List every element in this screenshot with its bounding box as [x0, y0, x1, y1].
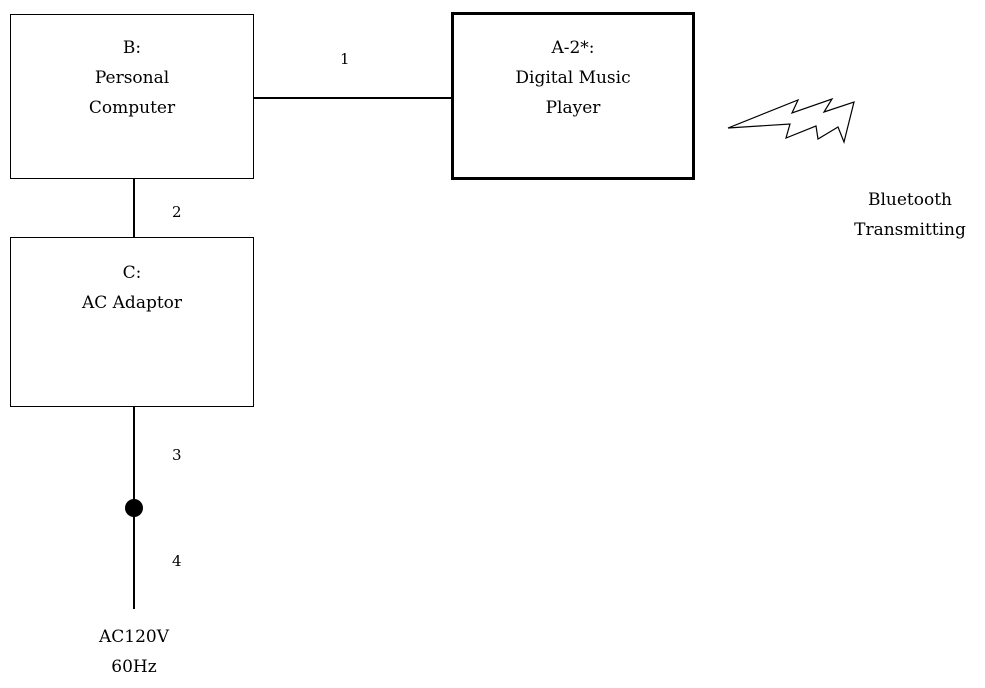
- personal-computer-box: B: Personal Computer: [10, 14, 254, 179]
- cable-1-line: [254, 97, 451, 99]
- digital-music-player-box: A-2*: Digital Music Player: [451, 12, 695, 180]
- cable-1-label: 1: [340, 50, 350, 68]
- cable-2-label: 2: [172, 203, 182, 221]
- mains-frequency: 60Hz: [111, 657, 157, 677]
- bluetooth-line2: Transmitting: [854, 220, 966, 240]
- device-b-name-line1: Personal: [94, 68, 170, 88]
- device-c-name: AC Adaptor: [81, 293, 183, 313]
- device-a2-name-line2: Player: [545, 98, 601, 118]
- cable-3-line: [133, 407, 135, 507]
- cable-2-line: [133, 179, 135, 237]
- cable-3-label: 3: [172, 446, 182, 464]
- lightning-bolt-icon: [727, 97, 855, 144]
- device-c-id: C:: [122, 263, 142, 283]
- cable-4-line: [133, 507, 135, 609]
- bluetooth-line1: Bluetooth: [867, 190, 953, 210]
- cable-4-label: 4: [172, 552, 182, 570]
- bluetooth-label: Bluetooth Transmitting: [840, 185, 980, 245]
- mains-voltage: AC120V: [98, 627, 169, 647]
- device-b-id: B:: [122, 38, 142, 58]
- device-b-name-line2: Computer: [88, 98, 176, 118]
- device-a2-id: A-2*:: [551, 38, 595, 58]
- ac-adaptor-box: C: AC Adaptor: [10, 237, 254, 407]
- device-a2-name-line1: Digital Music: [515, 68, 631, 88]
- mains-supply-label: AC120V 60Hz: [74, 622, 194, 682]
